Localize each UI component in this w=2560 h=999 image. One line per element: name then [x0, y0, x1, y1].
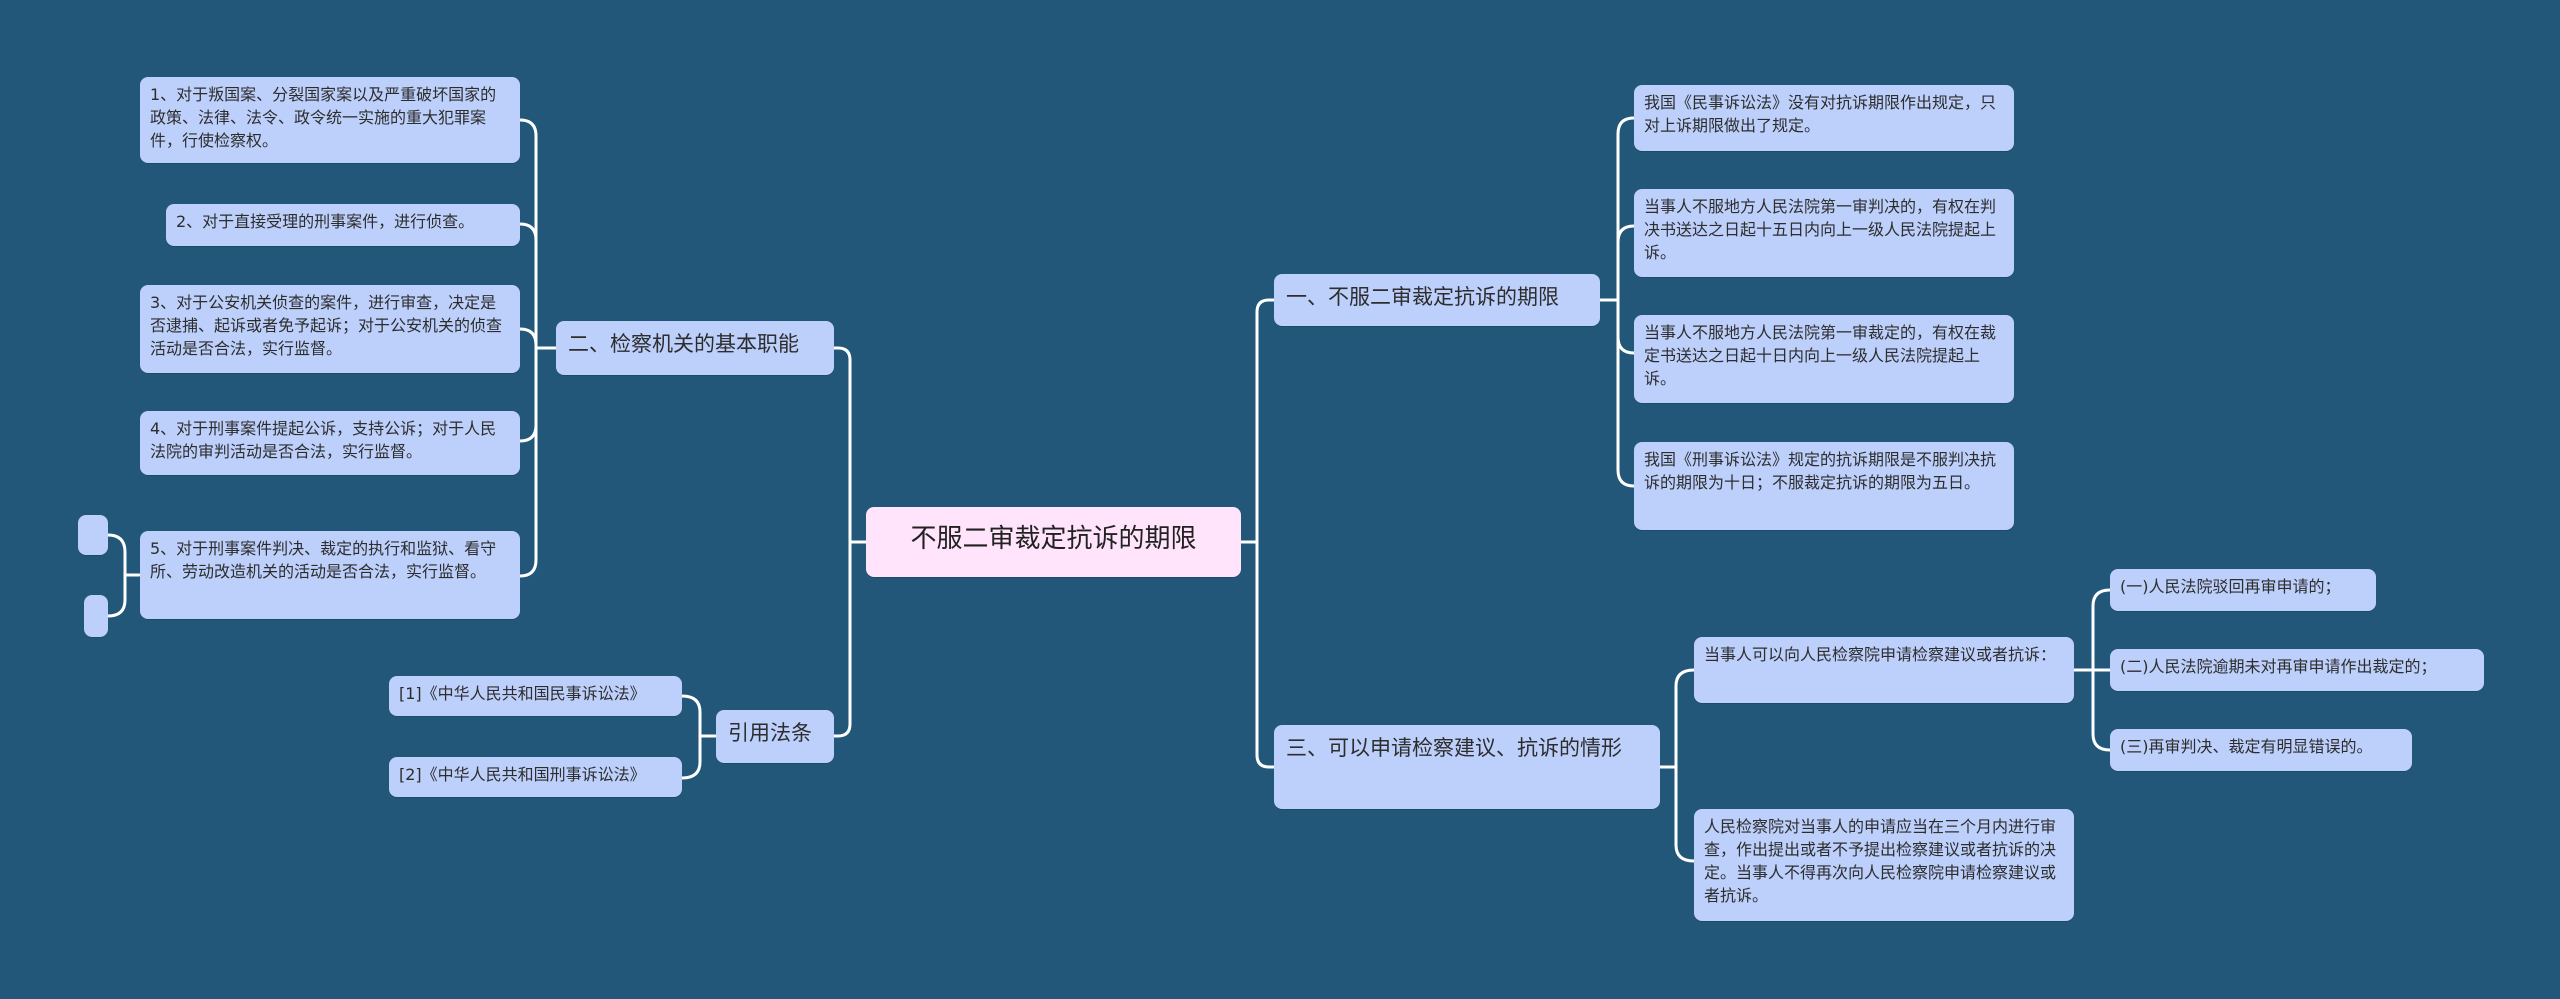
branch-label: 引用法条: [728, 721, 812, 745]
connector-root-citations: [832, 540, 868, 738]
sub-item-3[interactable]: (三)再审判决、裁定有明显错误的。: [2110, 729, 2412, 771]
empty-subtopic-2[interactable]: [84, 595, 108, 637]
root-topic[interactable]: 不服二审裁定抗诉的期限: [866, 507, 1241, 577]
branch-label: 一、不服二审裁定抗诉的期限: [1286, 285, 1559, 309]
root-topic-label: 不服二审裁定抗诉的期限: [910, 524, 1197, 554]
branch-label: 三、可以申请检察建议、抗诉的情形: [1286, 736, 1622, 760]
sub-item-text: (一)人民法院驳回再审申请的；: [2120, 577, 2341, 596]
connector-root-cases: [1239, 540, 1276, 769]
connector-root-period: [1239, 298, 1276, 544]
sub-item-2[interactable]: (二)人民法院逾期未对再审申请作出裁定的；: [2110, 649, 2484, 691]
period-item-text: 当事人不服地方人民法院第一审裁定的，有权在裁定书送达之日起十日内向上一级人民法院…: [1644, 323, 1997, 388]
function-item-4[interactable]: 4、对于刑事案件提起公诉，支持公诉；对于人民法院的审判活动是否合法，实行监督。: [140, 411, 520, 475]
branch-appeal-period[interactable]: 一、不服二审裁定抗诉的期限: [1274, 274, 1600, 326]
period-item-text: 我国《刑事诉讼法》规定的抗诉期限是不服判决抗诉的期限为十日；不服裁定抗诉的期限为…: [1644, 450, 1997, 492]
connector-root-functions: [832, 346, 868, 544]
citation-item-1[interactable]: [1]《中华人民共和国民事诉讼法》: [389, 676, 682, 716]
period-item-3[interactable]: 当事人不服地方人民法院第一审裁定的，有权在裁定书送达之日起十日内向上一级人民法院…: [1634, 315, 2014, 403]
branch-application-cases[interactable]: 三、可以申请检察建议、抗诉的情形: [1274, 725, 1660, 809]
sub-item-text: (二)人民法院逾期未对再审申请作出裁定的；: [2120, 657, 2437, 676]
empty-subtopic-1[interactable]: [78, 515, 108, 555]
cases-item-2[interactable]: 人民检察院对当事人的申请应当在三个月内进行审查，作出提出或者不予提出检察建议或者…: [1694, 809, 2074, 921]
function-item-3[interactable]: 3、对于公安机关侦查的案件，进行审查，决定是否逮捕、起诉或者免予起诉；对于公安机…: [140, 285, 520, 373]
function-item-2[interactable]: 2、对于直接受理的刑事案件，进行侦查。: [166, 204, 520, 246]
period-item-text: 我国《民事诉讼法》没有对抗诉期限作出规定，只对上诉期限做出了规定。: [1644, 93, 1997, 135]
function-item-text: 1、对于叛国案、分裂国家案以及严重破坏国家的政策、法律、法令、政令统一实施的重大…: [150, 85, 497, 150]
sub-item-1[interactable]: (一)人民法院驳回再审申请的；: [2110, 569, 2376, 611]
function-item-1[interactable]: 1、对于叛国案、分裂国家案以及严重破坏国家的政策、法律、法令、政令统一实施的重大…: [140, 77, 520, 163]
cases-item-text: 人民检察院对当事人的申请应当在三个月内进行审查，作出提出或者不予提出检察建议或者…: [1704, 817, 2057, 905]
cases-item-text: 当事人可以向人民检察院申请检察建议或者抗诉：: [1704, 645, 2057, 664]
period-item-text: 当事人不服地方人民法院第一审判决的，有权在判决书送达之日起十五日内向上一级人民法…: [1644, 197, 1997, 262]
citation-text: [1]《中华人民共和国民事诉讼法》: [399, 684, 646, 703]
function-item-text: 4、对于刑事案件提起公诉，支持公诉；对于人民法院的审判活动是否合法，实行监督。: [150, 419, 497, 461]
branch-citations[interactable]: 引用法条: [716, 710, 834, 763]
cases-item-1[interactable]: 当事人可以向人民检察院申请检察建议或者抗诉：: [1694, 637, 2074, 703]
function-item-text: 3、对于公安机关侦查的案件，进行审查，决定是否逮捕、起诉或者免予起诉；对于公安机…: [150, 293, 503, 358]
period-item-4[interactable]: 我国《刑事诉讼法》规定的抗诉期限是不服判决抗诉的期限为十日；不服裁定抗诉的期限为…: [1634, 442, 2014, 530]
branch-procuratorate-functions[interactable]: 二、检察机关的基本职能: [556, 321, 834, 375]
citation-item-2[interactable]: [2]《中华人民共和国刑事诉讼法》: [389, 757, 682, 797]
citation-text: [2]《中华人民共和国刑事诉讼法》: [399, 765, 646, 784]
function-item-5[interactable]: 5、对于刑事案件判决、裁定的执行和监狱、看守所、劳动改造机关的活动是否合法，实行…: [140, 531, 520, 619]
branch-label: 二、检察机关的基本职能: [568, 332, 799, 356]
sub-item-text: (三)再审判决、裁定有明显错误的。: [2120, 737, 2373, 756]
function-item-text: 2、对于直接受理的刑事案件，进行侦查。: [176, 212, 475, 231]
period-item-2[interactable]: 当事人不服地方人民法院第一审判决的，有权在判决书送达之日起十五日内向上一级人民法…: [1634, 189, 2014, 277]
period-item-1[interactable]: 我国《民事诉讼法》没有对抗诉期限作出规定，只对上诉期限做出了规定。: [1634, 85, 2014, 151]
function-item-text: 5、对于刑事案件判决、裁定的执行和监狱、看守所、劳动改造机关的活动是否合法，实行…: [150, 539, 497, 581]
